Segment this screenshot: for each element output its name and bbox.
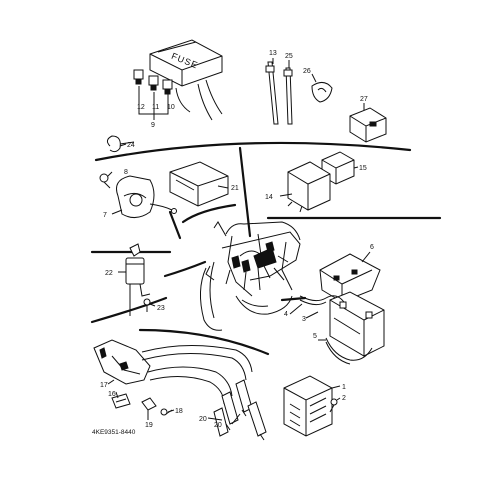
fuse-11 [148,75,159,91]
callout-25: 25 [285,53,293,60]
callout-15: 15 [359,165,367,172]
bolt-18 [160,408,173,416]
callout-21: 21 [231,185,239,192]
callout-10: 10 [167,104,175,111]
callout-24: 24 [127,142,135,149]
battery-3 [329,291,385,357]
section-divider-lines [90,141,442,356]
callout-20b: 20 [214,422,222,429]
spark-plug-caps-20 [141,345,267,441]
relay-unit-14 [287,161,331,213]
leader-lines [107,58,371,425]
callout-2: 2 [342,395,346,402]
callout-4: 4 [284,311,288,318]
callout-16: 16 [108,391,116,398]
bolt-2 [329,398,338,413]
callout-26: 26 [303,68,311,75]
fuse-12 [133,69,144,85]
battery-lead-5 [325,337,373,365]
drawing-code: 4KE9351-8440 [92,429,136,436]
battery-cover-6 [319,253,381,303]
ignition-coil-17 [93,339,151,385]
part-19 [141,397,157,411]
callout-9: 9 [151,122,155,129]
fuse-box-group: FUSE [133,39,223,121]
callout-20a: 20 [199,416,207,423]
holder-26 [311,82,333,103]
callout-3: 3 [302,316,306,323]
callout-12: 12 [137,104,145,111]
callout-7: 7 [103,212,107,219]
callout-6: 6 [370,244,374,251]
relay-27 [349,107,387,143]
callout-8: 8 [124,169,128,176]
callout-1: 1 [342,384,346,391]
callout-23: 23 [157,305,165,312]
battery-lead-4 [299,295,345,306]
callout-14: 14 [265,194,273,201]
screw-23 [143,298,151,312]
cable-band-13 [265,61,279,125]
wire-clip-24 [106,135,135,153]
callout-18: 18 [175,408,183,415]
bolt-8 [99,173,111,189]
callout-5: 5 [313,333,317,340]
cable-band-25 [283,67,293,125]
rectifier-regulator-1 [283,375,333,437]
callout-19: 19 [145,422,153,429]
callout-27: 27 [360,96,368,103]
part-16 [111,393,131,409]
callout-11: 11 [152,104,159,111]
callout-22: 22 [105,270,113,277]
horn-7 [116,175,177,218]
fuse-box: FUSE [149,39,223,87]
callout-17: 17 [100,382,108,389]
callout-13: 13 [269,50,277,57]
callout-labels: 1 2 3 4 5 6 7 8 9 10 11 12 13 14 15 16 1… [100,50,374,429]
main-switch-22 [125,243,151,316]
fuse-10 [162,79,173,95]
cdi-unit-21 [169,161,229,207]
wiring-harness-center [225,241,289,291]
